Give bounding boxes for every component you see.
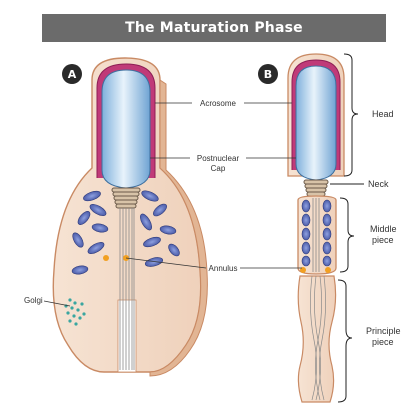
axoneme-b-upper <box>312 198 320 272</box>
annulus-label: Annulus <box>209 264 238 273</box>
axoneme-b-lower <box>310 275 326 401</box>
panel-b-badge <box>258 64 278 84</box>
acrosome-label: Acrosome <box>200 99 237 108</box>
panel-b: B <box>258 53 345 403</box>
panel-b-badge-label: B <box>264 68 272 81</box>
panel-a: A <box>52 57 208 377</box>
connecting-piece-b <box>303 179 329 197</box>
golgi-leader <box>43 300 71 307</box>
center-labels: Acrosome Postnuclear Cap Annulus Golgi <box>24 99 302 307</box>
middle-piece-label-line1: Middle <box>370 224 397 234</box>
head-bracket <box>343 53 359 177</box>
annulus-dot-a1 <box>103 255 109 261</box>
principle-piece-bracket <box>337 279 353 403</box>
postnuclear-label-line1: Postnuclear <box>197 154 240 163</box>
region-brackets <box>330 53 364 403</box>
golgi-cluster <box>64 298 86 326</box>
head-label: Head <box>372 109 394 119</box>
principal-piece-b <box>297 275 337 403</box>
neck-label: Neck <box>368 179 389 189</box>
axoneme-a <box>119 208 135 370</box>
nucleus-a <box>101 69 151 189</box>
panel-a-badge-label: A <box>68 68 77 81</box>
diagram-title: The Maturation Phase <box>125 20 303 36</box>
principle-piece-label-line1: Principle <box>366 326 401 336</box>
title-bar: The Maturation Phase <box>42 14 386 42</box>
region-labels: Head Neck Middle piece Principle piece <box>366 109 401 347</box>
annulus-dot-b2 <box>325 267 331 273</box>
golgi-label: Golgi <box>24 296 43 305</box>
middle-piece-bracket <box>339 197 355 273</box>
panel-a-badge <box>62 64 82 84</box>
mitochondria-a <box>71 190 180 275</box>
annulus-dot-b1 <box>300 267 306 273</box>
principle-piece-label-line2: piece <box>372 337 394 347</box>
connecting-piece-a <box>111 187 141 209</box>
middle-piece-label-line2: piece <box>372 235 394 245</box>
annulus-leader-left <box>125 257 207 269</box>
postnuclear-label-line2: Cap <box>211 164 226 173</box>
mitochondria-b <box>301 199 332 267</box>
nucleus-b <box>295 65 337 181</box>
